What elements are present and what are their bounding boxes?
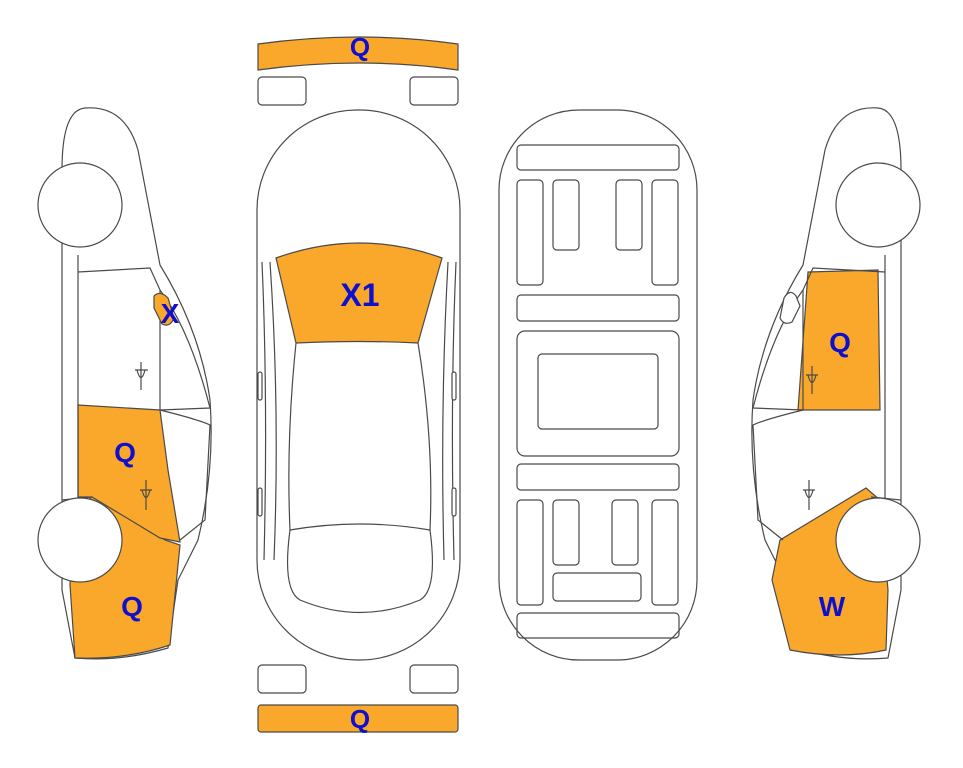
front-left-lamp[interactable]: [257, 76, 307, 106]
right-rear-door[interactable]: [797, 269, 881, 411]
right-front-wheel[interactable]: [835, 162, 921, 248]
rear-section: [257, 664, 459, 733]
label-windshield: X1: [340, 277, 379, 313]
rear-bumper[interactable]: [257, 704, 459, 733]
roof: [288, 342, 432, 531]
label-rear-bumper: Q: [350, 704, 370, 734]
rear-right-lamp[interactable]: [409, 664, 459, 694]
right-mirror[interactable]: [779, 291, 801, 324]
front-bumper[interactable]: [257, 36, 459, 71]
left-rear-wheel[interactable]: [37, 162, 123, 248]
right-rear-wheel[interactable]: [835, 497, 921, 583]
left-front-wheel[interactable]: [37, 497, 123, 583]
top-view: [256, 109, 461, 661]
top-left-mirror[interactable]: [257, 371, 263, 401]
rear-window: [286, 529, 434, 614]
label-left-mirror: X: [161, 298, 180, 329]
left-side-view: [37, 107, 212, 660]
top-right-mirror[interactable]: [451, 371, 457, 401]
left-mirror[interactable]: [153, 292, 175, 326]
rear-left-lamp[interactable]: [257, 664, 307, 694]
label-front-bumper: Q: [350, 32, 370, 62]
label-left-front-fender: Q: [121, 591, 143, 622]
right-side-view: [751, 107, 921, 660]
windshield[interactable]: [275, 242, 443, 344]
label-right-rear-door: Q: [829, 327, 851, 358]
underbody-outline[interactable]: [498, 109, 698, 661]
top-view-body[interactable]: [256, 109, 461, 661]
underbody-view: [498, 109, 698, 661]
label-left-front-door: Q: [114, 437, 136, 468]
front-right-lamp[interactable]: [409, 76, 459, 106]
left-front-door[interactable]: [77, 404, 181, 543]
label-right-rear-quarter: W: [819, 591, 846, 622]
front-section: [257, 36, 459, 106]
